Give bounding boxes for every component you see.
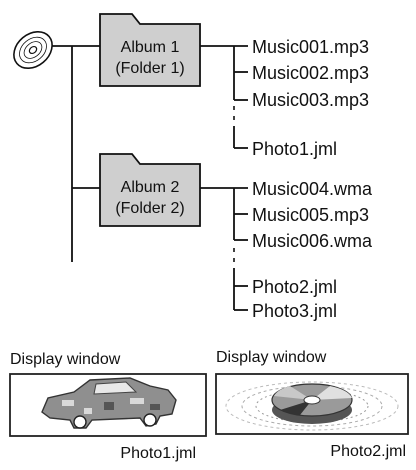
folder-1: Album 1 (Folder 1): [99, 13, 201, 87]
display-window-1-caption: Photo1.jml: [120, 445, 196, 462]
folder-icon: [99, 153, 201, 227]
folder-2: Album 2 (Folder 2): [99, 153, 201, 227]
folder-icon: [99, 13, 201, 87]
display-window-2-title: Display window: [216, 349, 327, 366]
tree-root-lines: [52, 45, 100, 262]
display-window-2-caption: Photo2.jml: [330, 443, 406, 460]
folder-1-branches: [200, 45, 248, 149]
file-music006: Music006.wma: [252, 231, 373, 251]
cd-disc-icon: [13, 30, 53, 70]
file-photo1: Photo1.jml: [252, 139, 337, 159]
disc-photo: [225, 381, 399, 431]
file-photo3: Photo3.jml: [252, 301, 337, 321]
file-photo2: Photo2.jml: [252, 277, 337, 297]
car-photo: [41, 377, 177, 429]
display-window-1: [9, 373, 207, 437]
file-music005: Music005.mp3: [252, 205, 369, 225]
folder-1-name: Album 1: [121, 39, 180, 56]
folder-2-name: Album 2: [121, 179, 180, 196]
file-music002: Music002.mp3: [252, 63, 369, 83]
folder-2-branches: [200, 187, 248, 311]
folder-2-subname: (Folder 2): [115, 200, 184, 217]
display-window-1-title: Display window: [10, 351, 121, 368]
display-window-2: [215, 373, 409, 435]
folder-1-subname: (Folder 1): [115, 60, 184, 77]
file-music003: Music003.mp3: [252, 90, 369, 110]
file-music004: Music004.wma: [252, 179, 373, 199]
file-music001: Music001.mp3: [252, 37, 369, 57]
